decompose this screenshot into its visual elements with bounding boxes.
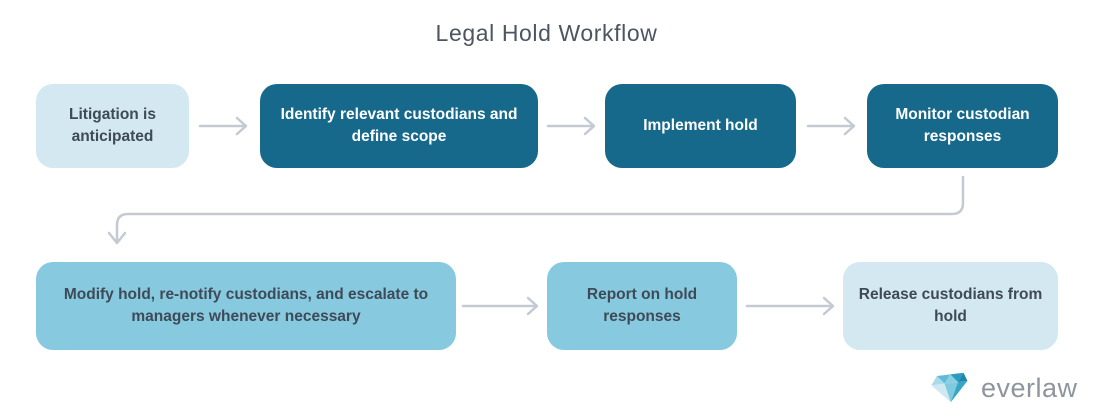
node-label: Litigation is anticipated	[69, 106, 156, 145]
everlaw-wordmark: everlaw	[981, 372, 1078, 403]
arrow-right-icon	[806, 114, 858, 138]
node-label: Release custodians from hold	[858, 286, 1043, 325]
diamond-gem-icon	[926, 368, 972, 408]
node-label: Monitor custodian responses	[895, 106, 1030, 145]
everlaw-logo: everlaw	[926, 368, 1078, 408]
arrow-right-icon	[546, 114, 598, 138]
node-release-custodians: Release custodians from hold	[843, 262, 1058, 350]
page-title: Legal Hold Workflow	[435, 20, 658, 46]
arrow-right-icon	[198, 114, 250, 138]
arrow-right-icon	[461, 294, 541, 318]
node-label: Modify hold, re-notify custodians, and e…	[63, 286, 429, 325]
node-label: Identify relevant custodians and define …	[280, 106, 518, 145]
arrow-right-icon	[745, 294, 837, 318]
node-label: Implement hold	[643, 117, 758, 135]
node-monitor-responses: Monitor custodian responses	[867, 84, 1058, 168]
node-modify-hold: Modify hold, re-notify custodians, and e…	[36, 262, 456, 350]
node-report-responses: Report on hold responses	[547, 262, 737, 350]
node-implement-hold: Implement hold	[605, 84, 796, 168]
node-identify-custodians: Identify relevant custodians and define …	[260, 84, 538, 168]
node-label: Report on hold responses	[586, 286, 698, 325]
node-litigation-anticipated: Litigation is anticipated	[36, 84, 189, 168]
